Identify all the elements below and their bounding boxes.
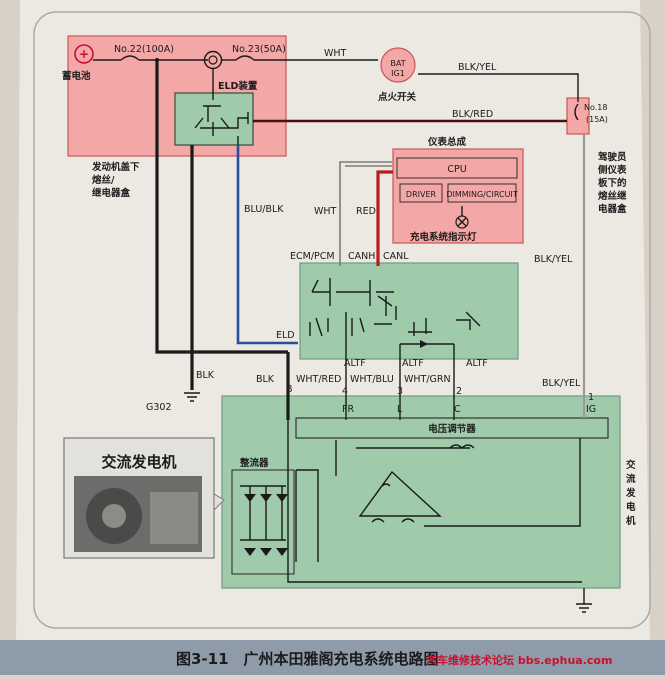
wire-blk-yel-ig: BLK/YEL (542, 378, 581, 389)
driver-box (399, 183, 443, 203)
ecm-pcm-label: ECM/PCM (290, 251, 335, 262)
svg-text:+: + (79, 47, 89, 61)
rectifier-diodes (244, 494, 288, 556)
battery-label: 蓄电池 (62, 70, 91, 82)
fuse-22-label: No.22(100A) (114, 44, 174, 55)
canl-label: CANL (383, 251, 409, 262)
canh-label: CANH (348, 251, 375, 262)
alternator-side-label-4: 电 (626, 501, 636, 513)
pin-ig-label: IG (586, 404, 596, 415)
fuse-23 (235, 55, 255, 61)
ignition-switch-label: 点火开关 (378, 91, 417, 103)
caption-bar (0, 640, 665, 675)
dash-box-label-1: 驾驶员 (598, 151, 627, 163)
eld-device-label: ELD装置 (218, 80, 258, 92)
fuse-18 (574, 103, 579, 121)
ignition-switch (380, 47, 416, 83)
alternator-side-label-5: 机 (626, 515, 636, 527)
gauge-assembly-label: 仪表总成 (427, 136, 467, 148)
dash-box-label-2: 侧仪表 (598, 164, 627, 176)
fuse-22 (120, 55, 140, 61)
altf-label-2: ALTF (402, 358, 424, 369)
voltage-regulator-label: 电压调节器 (428, 423, 476, 435)
wire-blk-red: BLK/RED (452, 109, 493, 120)
wire-wht-top: WHT (324, 48, 347, 59)
pin-fr-label: FR (342, 404, 354, 415)
altf-label-3: ALTF (466, 358, 488, 369)
under-hood-box-label-2: 熔丝/ (92, 174, 115, 186)
cpu-label: CPU (447, 164, 466, 175)
pin-3-label: 3 (397, 386, 403, 397)
alternator-side-label-2: 流 (626, 473, 636, 485)
rectifier-label: 整流器 (239, 457, 269, 469)
wire-blu-blk: BLU/BLK (244, 204, 284, 215)
eld-pin-label: ELD (276, 330, 295, 341)
g302-label: G302 (146, 402, 172, 413)
pin-1-label: 1 (588, 392, 594, 403)
pin-l-label: L (397, 404, 403, 415)
dash-box-label-4: 熔丝继 (598, 190, 627, 202)
wire-blk-b: BLK (256, 374, 275, 385)
driver-label: DRIVER (406, 190, 437, 199)
wire-wht-grn: WHT/GRN (404, 374, 451, 385)
watermark: 汽车维修技术论坛 bbs.ephua.com (426, 653, 612, 667)
rectifier-box (231, 469, 295, 575)
under-hood-box-label-3: 继电器盒 (92, 187, 131, 199)
wire-blk-left: BLK (196, 370, 215, 381)
pin-b-label: B (286, 384, 293, 395)
wire-wht-red: WHT/RED (296, 374, 341, 385)
fuse-23-label: No.23(50A) (232, 44, 286, 55)
wire-red-mid: RED (356, 206, 376, 217)
stator-winding (358, 470, 442, 517)
alternator-side-label-3: 发 (625, 487, 636, 499)
wire-blk-yel-top: BLK/YEL (458, 62, 497, 73)
cpu-box (396, 157, 518, 179)
fuse-18-label: No.18 (584, 103, 607, 112)
charge-indicator-lamp (455, 215, 469, 229)
pin-4-label: 4 (342, 386, 348, 397)
pin-2-label: 2 (456, 386, 462, 397)
dimming-label: DIMMING/CIRCUIT (446, 190, 517, 199)
wire-wht-blu: WHT/BLU (350, 374, 394, 385)
figure-caption: 图3-11 广州本田雅阁充电系统电路图 (176, 650, 439, 668)
fuse-18-amp: (15A) (586, 115, 608, 124)
battery-terminal (74, 44, 94, 64)
pin-c-label: C (454, 404, 461, 415)
dimming-box (447, 183, 517, 203)
ecm-pcm-box (299, 262, 519, 360)
dash-box-label-5: 电器盒 (598, 203, 627, 215)
ground-g302 (184, 392, 200, 402)
wire-blk-yel-right: BLK/YEL (534, 254, 573, 265)
dash-box-label-3: 板下的 (598, 177, 627, 189)
charge-lamp-label: 充电系统指示灯 (410, 231, 477, 243)
page-frame (33, 11, 651, 629)
wire-wht-mid: WHT (314, 206, 337, 217)
alternator-ground (576, 588, 592, 613)
alternator-side-label-1: 交 (626, 459, 636, 471)
alternator-photo-label: 交流发电机 (101, 453, 176, 471)
under-hood-box-label-1: 发动机盖下 (91, 161, 140, 173)
eld-device-box (174, 92, 254, 146)
bat-label: BAT (390, 59, 405, 68)
ig1-label: IG1 (391, 69, 405, 78)
voltage-regulator-box (295, 417, 609, 439)
altf-label-1: ALTF (344, 358, 366, 369)
